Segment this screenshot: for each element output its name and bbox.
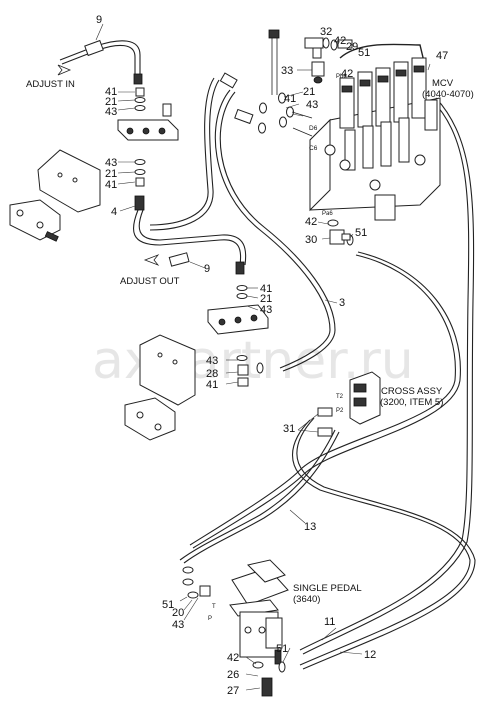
callout-30: 30 (305, 234, 317, 246)
callout-27: 27 (227, 685, 239, 697)
annotation-labels: ADJUST IN ADJUST OUT MCV (4040-4070) CRO… (26, 78, 474, 605)
callout-12: 12 (364, 649, 376, 661)
mcv-valve-block (309, 57, 441, 221)
long-hoses (149, 77, 476, 670)
upper-bracket (9, 149, 101, 242)
label-single-pedal: SINGLE PEDAL (293, 583, 362, 594)
callout-43: 43 (172, 619, 184, 631)
label-adjust-in: ADJUST IN (26, 79, 75, 90)
lower-bracket (124, 334, 196, 441)
callout-41: 41 (260, 283, 272, 295)
callout-33: 33 (281, 65, 293, 77)
callout-3: 3 (339, 297, 345, 309)
callout-51: 51 (355, 227, 367, 239)
callout-43: 43 (206, 355, 218, 367)
label-cross-assy-ref: (3200, ITEM 5) (380, 397, 443, 408)
callout-29: 29 (346, 41, 358, 53)
mcv-side-orings (219, 72, 313, 137)
callout-26: 26 (227, 669, 239, 681)
port-label-d6: D6 (309, 125, 318, 132)
port-label-c6: C6 (309, 145, 318, 152)
callout-51: 51 (358, 47, 370, 59)
callout-42: 42 (334, 35, 346, 47)
port-labels: D6 C6 Pa6 Pb6 T2 P2 T P (208, 74, 347, 622)
callout-28: 28 (206, 368, 218, 380)
adjust-in-arrow (57, 64, 72, 76)
callout-42: 42 (341, 68, 353, 80)
callout-41: 41 (105, 179, 117, 191)
callout-42: 42 (227, 652, 239, 664)
lower-connector-block (207, 285, 269, 387)
callout-21: 21 (105, 96, 117, 108)
label-single-pedal-ref: (3640) (293, 594, 320, 605)
hose-9-top (59, 39, 143, 85)
callout-21: 21 (260, 293, 272, 305)
pipe-vertical (268, 29, 280, 95)
callout-41: 41 (284, 93, 296, 105)
port-label-p: P (208, 616, 212, 622)
callouts: 9 41 21 43 43 21 41 4 9 41 21 43 43 28 4… (96, 14, 448, 697)
callout-11: 11 (324, 616, 335, 628)
port-label-t2: T2 (336, 394, 344, 400)
callout-4: 4 (111, 206, 117, 218)
port-label-t: T (212, 604, 216, 610)
label-adjust-out: ADJUST OUT (120, 276, 180, 287)
hose-9-lower (168, 252, 245, 275)
hose-4 (132, 195, 247, 266)
single-pedal (182, 559, 289, 697)
port-label-pa6: Pa6 (322, 211, 333, 217)
callout-42: 42 (305, 216, 317, 228)
callout-31: 31 (283, 423, 295, 435)
callout-9: 9 (96, 14, 102, 26)
pilot-line-47 (339, 43, 427, 71)
callout-21: 21 (105, 168, 117, 180)
callout-32: 32 (320, 26, 332, 38)
callout-20: 20 (172, 607, 184, 619)
label-mcv-range: (4040-4070) (422, 89, 474, 100)
label-mcv: MCV (432, 78, 454, 89)
adjust-out-arrow (143, 254, 160, 266)
callout-9: 9 (204, 263, 210, 275)
fitting-30 (327, 219, 354, 246)
callout-51: 51 (162, 599, 174, 611)
callout-43: 43 (260, 304, 272, 316)
port-label-pb6: Pb6 (336, 74, 347, 80)
callout-51: 51 (276, 643, 288, 655)
leader-lines (95, 23, 431, 691)
label-cross-assy: CROSS ASSY (381, 386, 443, 397)
cross-assy (317, 371, 381, 437)
callout-13: 13 (304, 521, 316, 533)
callout-43: 43 (105, 106, 117, 118)
mcv-top-fittings (304, 37, 353, 84)
callout-21: 21 (303, 86, 315, 98)
callout-43: 43 (306, 99, 318, 111)
port-label-p2: P2 (336, 408, 344, 414)
callout-47: 47 (436, 50, 448, 62)
callout-41: 41 (206, 379, 218, 391)
callout-43: 43 (105, 157, 117, 169)
callout-41: 41 (105, 86, 117, 98)
upper-connector-block (117, 87, 179, 187)
